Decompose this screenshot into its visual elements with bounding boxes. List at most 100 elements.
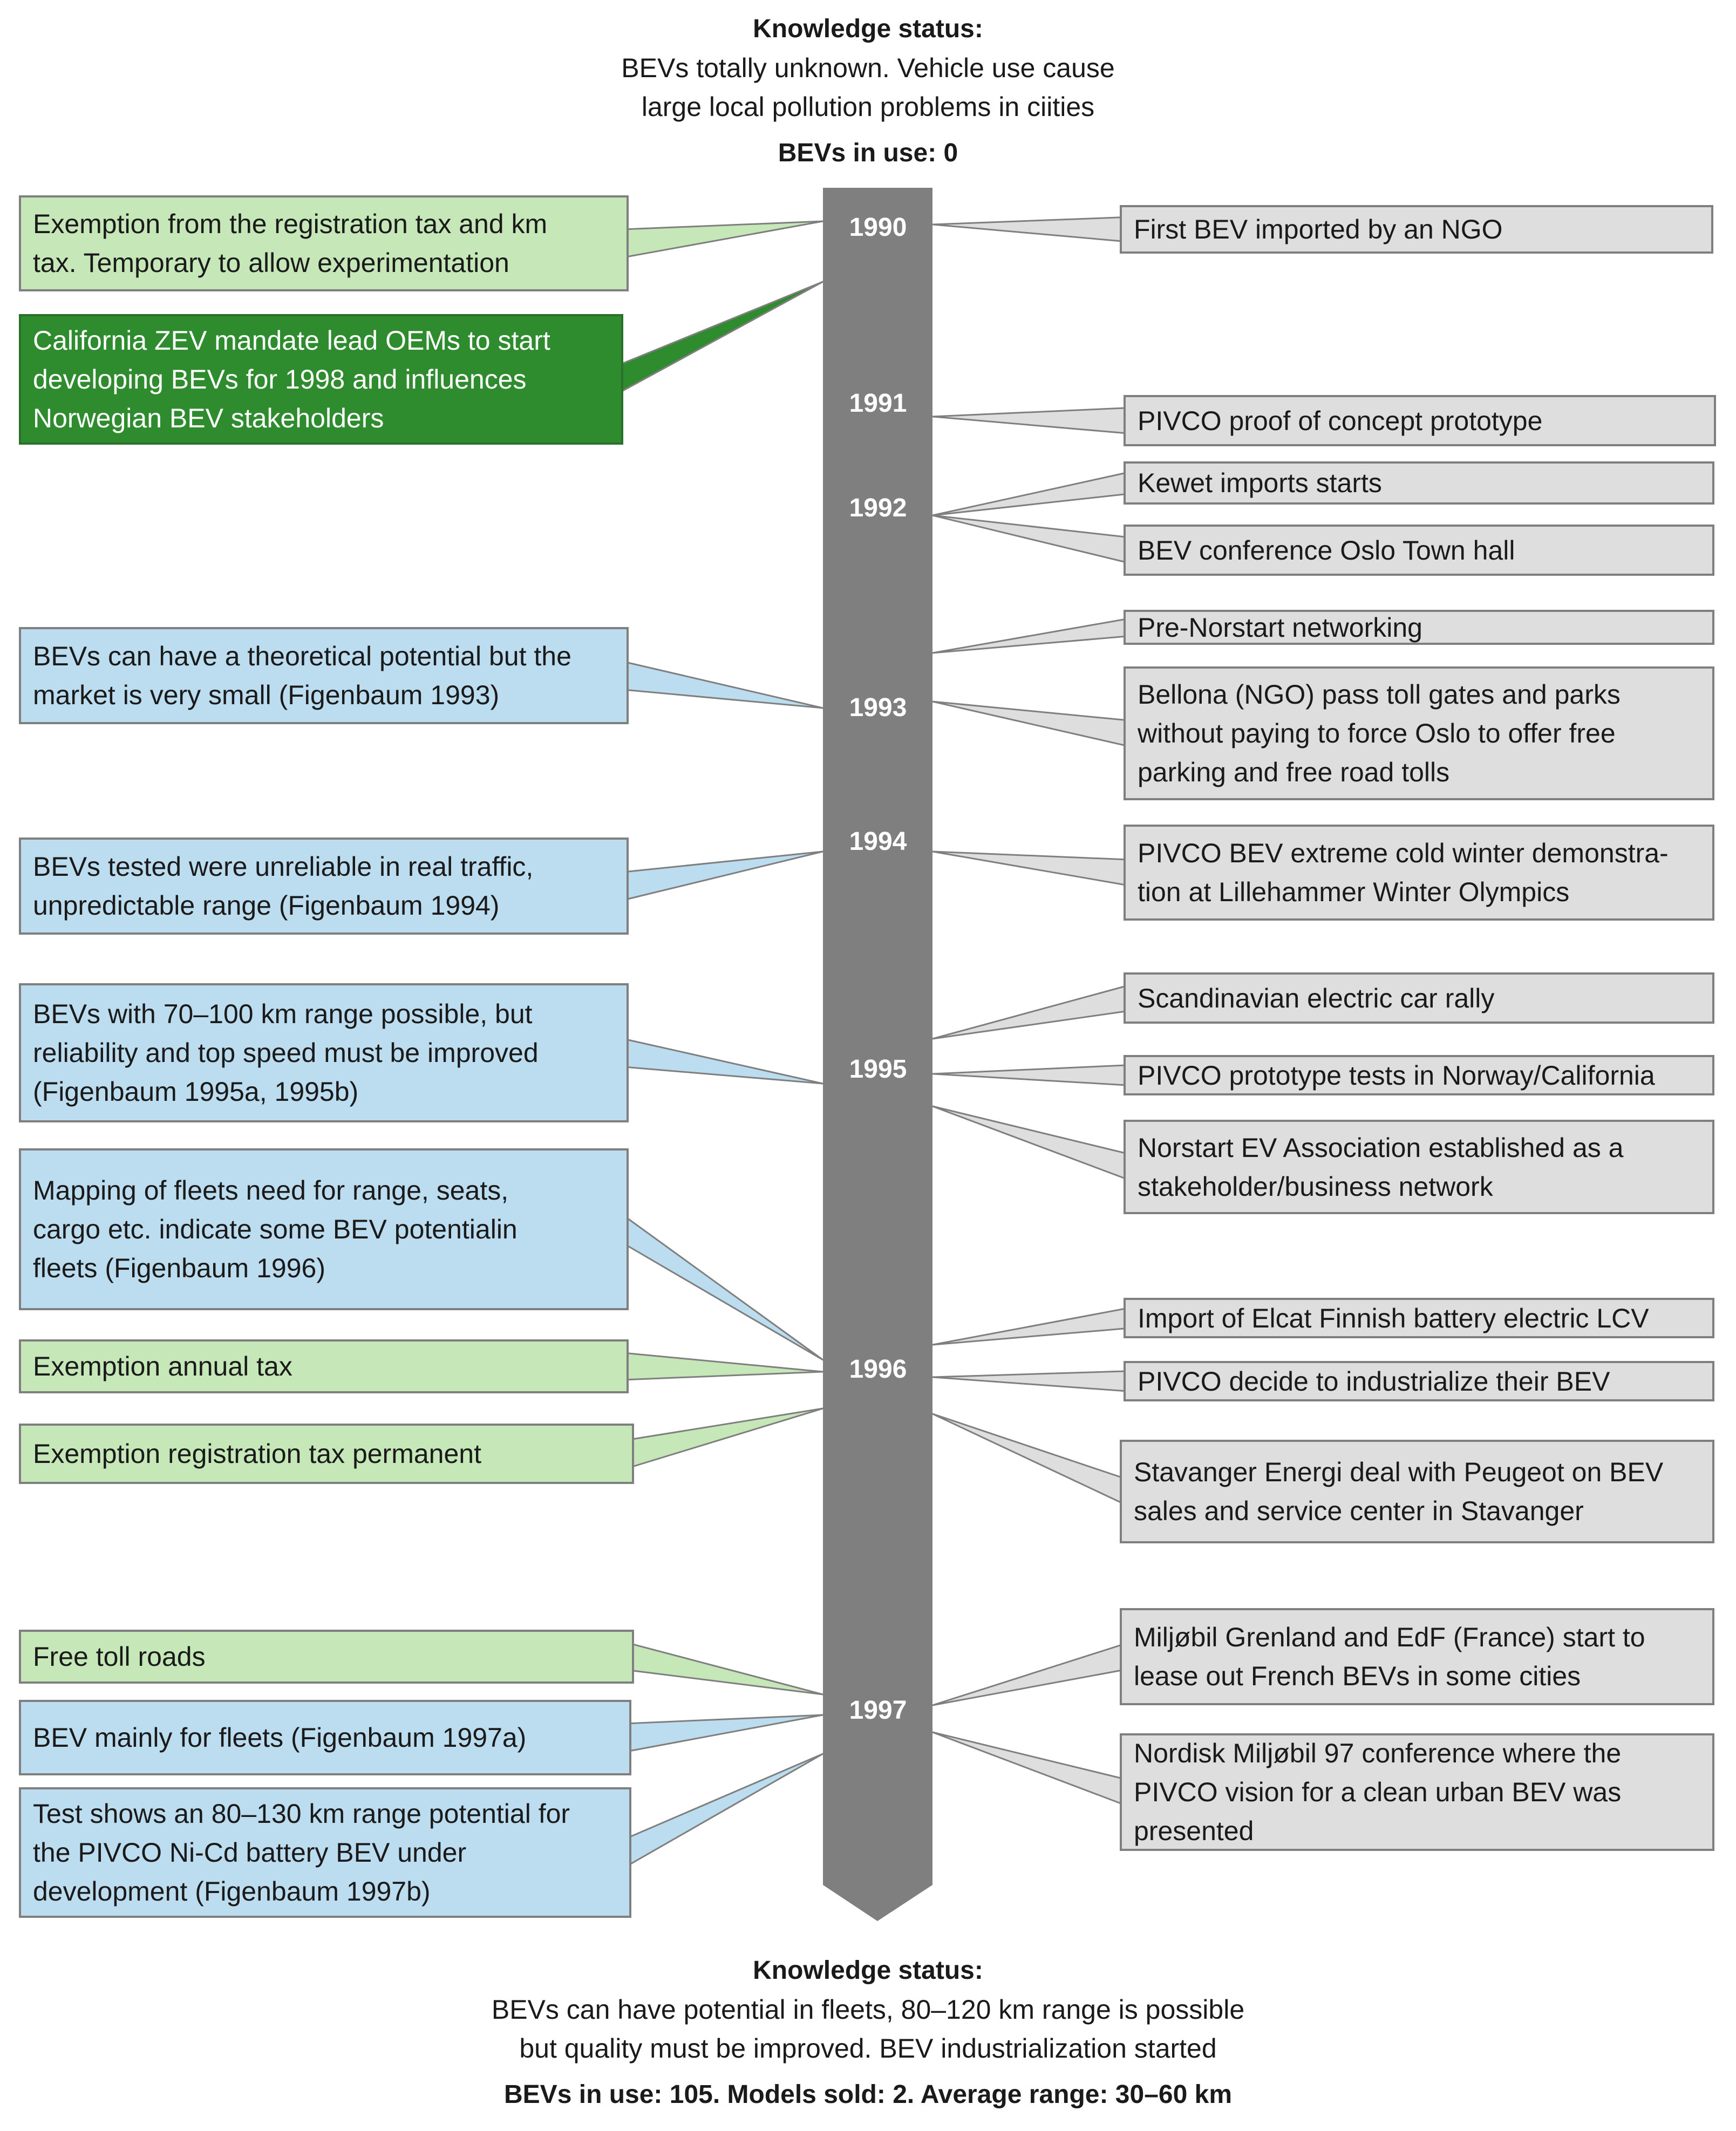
- left-event-box-line: BEVs can have a theoretical potential bu…: [33, 641, 571, 671]
- left-event-box: BEVs with 70–100 km range possible, but r…: [19, 983, 629, 1122]
- right-callout-pointer: [931, 1064, 1130, 1086]
- year-label: 1995: [849, 1055, 907, 1084]
- timeline-arrow: [823, 188, 932, 1921]
- left-event-box-line: fleets (Figenbaum 1996): [33, 1253, 325, 1283]
- right-callout-pointer: [931, 700, 1130, 747]
- left-callout-pointer: [622, 1214, 824, 1361]
- right-callout-pointer: [931, 1307, 1130, 1346]
- left-callout-pointer: [628, 1642, 824, 1696]
- left-event-box-line: reliability and top speed must be improv…: [33, 1038, 539, 1068]
- right-event-box-line: First BEV imported by an NGO: [1134, 214, 1503, 244]
- right-event-box: Norstart EV Association established as a…: [1124, 1120, 1714, 1214]
- right-event-box-line: Kewet imports starts: [1138, 468, 1382, 498]
- right-callout-pointer: [931, 407, 1130, 434]
- right-event-box: PIVCO BEV extreme cold winter demonstra-…: [1124, 825, 1714, 921]
- left-callout-pointer: [625, 1714, 824, 1753]
- right-event-box: Miljøbil Grenland and EdF (France) start…: [1120, 1608, 1714, 1705]
- left-event-box: California ZEV mandate lead OEMs to star…: [19, 314, 623, 445]
- year-label: 1990: [849, 213, 907, 242]
- right-event-box: First BEV imported by an NGO: [1120, 205, 1713, 254]
- left-event-box-line: developing BEVs for 1998 and influences: [33, 364, 527, 394]
- bottom-status-title: Knowledge status:: [753, 1956, 983, 1985]
- right-event-box-line: sales and service center in Stavanger: [1134, 1496, 1584, 1526]
- top-bevs-in-use: BEVs in use: 0: [778, 139, 958, 167]
- right-callout-pointer: [931, 1643, 1126, 1706]
- right-callout-pointer: [931, 984, 1130, 1040]
- left-event-box-line: the PIVCO Ni-Cd battery BEV under: [33, 1837, 467, 1868]
- right-event-box-line: Norstart EV Association established as a: [1138, 1132, 1624, 1163]
- left-event-box-line: tax. Temporary to allow experimentation: [33, 248, 509, 278]
- right-event-box: Bellona (NGO) pass toll gates and parks w…: [1124, 666, 1714, 800]
- right-event-box-line: Import of Elcat Finnish battery electric…: [1138, 1303, 1649, 1333]
- top-status-title: Knowledge status:: [753, 15, 983, 43]
- right-event-box-line: PIVCO proof of concept prototype: [1138, 405, 1543, 436]
- left-event-box-line: Exemption from the registration tax and …: [33, 209, 548, 239]
- right-event-box-line: tion at Lillehammer Winter Olympics: [1138, 877, 1570, 907]
- left-event-box-line: Test shows an 80–130 km range potential …: [33, 1799, 570, 1829]
- right-event-box-line: without paying to force Oslo to offer fr…: [1138, 718, 1616, 748]
- bottom-status-line-2: but quality must be improved. BEV indust…: [519, 2033, 1217, 2064]
- left-event-box-line: cargo etc. indicate some BEV potentialin: [33, 1214, 518, 1244]
- top-status-line-1: BEVs totally unknown. Vehicle use cause: [621, 53, 1115, 83]
- left-event-box-line: BEVs with 70–100 km range possible, but: [33, 999, 533, 1029]
- left-event-box-line: Exemption annual tax: [33, 1351, 292, 1381]
- left-event-box-line: California ZEV mandate lead OEMs to star…: [33, 325, 550, 356]
- top-knowledge-status: Knowledge status: BEVs totally unknown. …: [0, 10, 1736, 173]
- left-callout-pointer: [625, 1753, 824, 1868]
- bottom-bevs-in-use: BEVs in use: 105. Models sold: 2. Averag…: [504, 2080, 1232, 2109]
- left-event-box: Mapping of fleets need for range, seats,…: [19, 1148, 629, 1310]
- right-event-box-line: PIVCO vision for a clean urban BEV was: [1134, 1777, 1622, 1807]
- left-callout-pointer: [622, 220, 824, 258]
- right-callout-pointer: [931, 1370, 1130, 1392]
- right-event-box-line: stakeholder/business network: [1138, 1171, 1493, 1202]
- year-label: 1991: [849, 389, 907, 418]
- right-event-box-line: BEV conference Oslo Town hall: [1138, 535, 1515, 566]
- bottom-status-line-1: BEVs can have potential in fleets, 80–12…: [491, 1994, 1245, 2025]
- right-callout-pointer: [931, 471, 1130, 516]
- right-callout-pointer: [931, 1731, 1126, 1806]
- right-event-box: Nordisk Miljøbil 97 conference where the…: [1120, 1733, 1714, 1851]
- year-label: 1992: [849, 494, 907, 522]
- right-event-box: PIVCO prototype tests in Norway/Californ…: [1124, 1055, 1714, 1095]
- left-callout-pointer: [617, 281, 824, 394]
- right-event-box: Pre-Norstart networking: [1124, 610, 1714, 645]
- right-event-box-line: Scandinavian electric car rally: [1138, 983, 1495, 1013]
- left-callout-pointer: [622, 661, 824, 709]
- right-callout-pointer: [931, 216, 1126, 242]
- left-event-box: Free toll roads: [19, 1630, 634, 1684]
- right-event-box-line: Stavanger Energi deal with Peugeot on BE…: [1134, 1457, 1664, 1487]
- left-callout-pointer: [622, 850, 824, 901]
- right-event-box-line: presented: [1134, 1816, 1254, 1846]
- right-event-box-line: PIVCO prototype tests in Norway/Californ…: [1138, 1060, 1655, 1091]
- left-event-box-line: market is very small (Figenbaum 1993): [33, 680, 500, 710]
- left-event-box: Exemption from the registration tax and …: [19, 195, 629, 291]
- year-label: 1997: [849, 1696, 907, 1725]
- left-callout-pointer: [622, 1352, 824, 1381]
- right-event-box-line: Nordisk Miljøbil 97 conference where the: [1134, 1738, 1622, 1768]
- left-event-box-line: Norwegian BEV stakeholders: [33, 403, 384, 433]
- right-event-box-line: Miljøbil Grenland and EdF (France) start…: [1134, 1622, 1645, 1652]
- right-event-box-line: Bellona (NGO) pass toll gates and parks: [1138, 679, 1621, 710]
- left-event-box-line: development (Figenbaum 1997b): [33, 1876, 431, 1907]
- bottom-knowledge-status: Knowledge status: BEVs can have potentia…: [0, 1951, 1736, 2114]
- left-event-box: BEVs tested were unreliable in real traf…: [19, 838, 629, 935]
- left-callout-pointer: [628, 1407, 824, 1469]
- right-callout-pointer: [931, 1413, 1126, 1506]
- right-event-box-line: Pre-Norstart networking: [1138, 612, 1422, 643]
- year-label: 1993: [849, 693, 907, 722]
- right-event-box: Kewet imports starts: [1124, 461, 1714, 505]
- right-callout-pointer: [931, 1105, 1130, 1181]
- left-event-box-line: BEVs tested were unreliable in real traf…: [33, 852, 534, 882]
- left-event-box-line: unpredictable range (Figenbaum 1994): [33, 890, 500, 921]
- right-event-box: BEV conference Oslo Town hall: [1124, 525, 1714, 576]
- left-event-box-line: Mapping of fleets need for range, seats,: [33, 1175, 509, 1206]
- left-event-box: Test shows an 80–130 km range potential …: [19, 1787, 631, 1918]
- right-event-box: Scandinavian electric car rally: [1124, 972, 1714, 1024]
- right-event-box-line: lease out French BEVs in some cities: [1134, 1661, 1581, 1691]
- left-event-box-line: BEV mainly for fleets (Figenbaum 1997a): [33, 1722, 527, 1753]
- year-label: 1996: [849, 1355, 907, 1384]
- left-event-box-line: (Figenbaum 1995a, 1995b): [33, 1077, 359, 1107]
- right-callout-pointer: [931, 617, 1130, 654]
